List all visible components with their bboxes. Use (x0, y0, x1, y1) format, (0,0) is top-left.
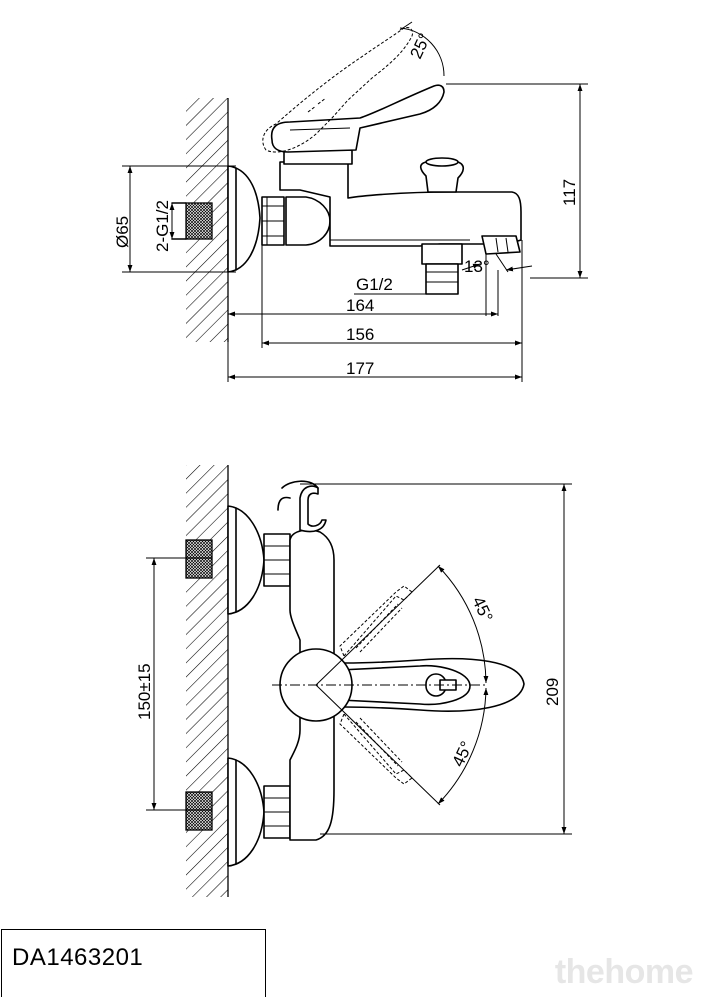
side-view: 25° 117 Ø65 2-G1/2 G1/2 13° 164 156 177 (113, 21, 588, 382)
dim-rotation-lower: 45° (448, 738, 476, 769)
shower-holder-hook (299, 485, 327, 533)
dim-center-distance: 150±15 (135, 663, 154, 720)
dim-lever-angle: 25° (406, 30, 434, 61)
lever-angle-arc (399, 27, 445, 77)
dim-height-117: 117 (560, 179, 579, 206)
dim-length-177: 177 (346, 359, 374, 378)
product-code: DA1463201 (12, 944, 144, 971)
dim-outlet-thread: G1/2 (356, 275, 393, 294)
upper-rosette (227, 505, 265, 615)
lower-rosette (227, 757, 265, 867)
handle-rotated-up-dashed (339, 585, 413, 657)
wall-hatch-bottom (186, 465, 229, 897)
product-code-box: DA1463201 (1, 929, 266, 997)
wall-connector-thread (185, 202, 213, 240)
rotation-arc-upper (437, 565, 489, 684)
dim-rotation-upper: 45° (468, 594, 496, 625)
dim-height-209: 209 (543, 678, 562, 706)
upper-connector-thread (185, 539, 213, 579)
dim-thread-2g12: 2-G1/2 (153, 200, 172, 252)
rotation-arc-lower (437, 687, 489, 805)
mixer-body-side (279, 161, 522, 247)
eccentric-dome (285, 196, 331, 246)
lever-handle (270, 84, 445, 153)
dim-length-164: 164 (346, 296, 374, 315)
spout-outlet (481, 235, 521, 255)
front-view: 45° 45° 209 150±15 (135, 465, 572, 897)
lower-connector-thread (185, 791, 213, 831)
dim-spout-angle: 13° (464, 257, 490, 276)
dim-rosette-diameter: Ø65 (113, 216, 132, 248)
outlet-fitting (421, 243, 463, 265)
handle-rotated-down-dashed (339, 713, 413, 785)
rosette-side (227, 165, 261, 273)
watermark-logo: thehome (554, 953, 694, 991)
dim-length-156: 156 (346, 325, 374, 344)
